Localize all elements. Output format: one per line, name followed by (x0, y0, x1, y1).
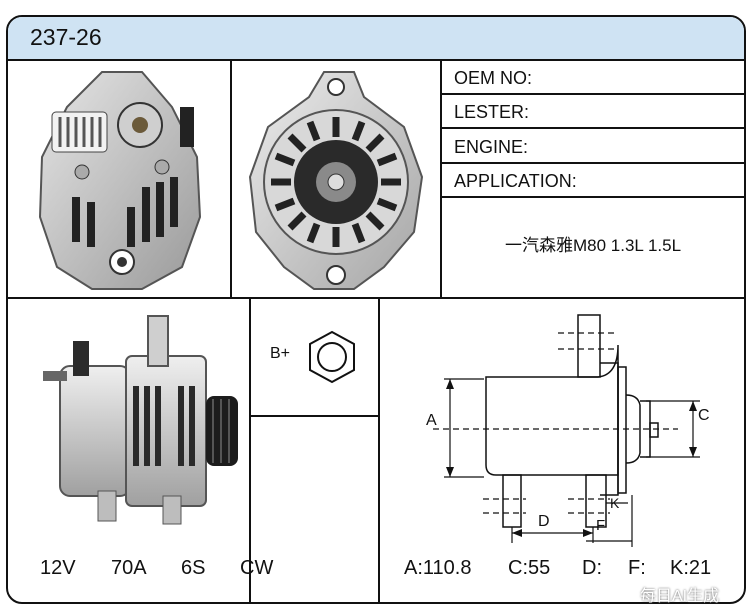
title-bar: 237-26 (8, 17, 744, 61)
dim-label-c: C (698, 407, 710, 424)
watermark: 每日AI生成 (640, 588, 720, 605)
divider (440, 162, 744, 164)
alternator-front-photo (248, 71, 424, 290)
terminal-label: B+ (270, 345, 291, 362)
divider (440, 59, 442, 299)
divider (440, 127, 744, 129)
divider (440, 196, 744, 198)
oem-no-label: OEM NO: (454, 68, 533, 88)
alternator-side-photo (43, 315, 238, 525)
rotation-spec: CW (240, 557, 274, 579)
alternator-rear-photo (38, 71, 202, 290)
spec-sheet-frame: 237-26 OEM NO: LESTER: ENGINE: APPLICATI… (6, 15, 746, 604)
dim-label-a: A (426, 412, 437, 429)
amperage-spec: 70A (111, 557, 147, 579)
application-label: APPLICATION: (454, 171, 577, 191)
engine-label: ENGINE: (454, 137, 529, 157)
part-number-title: 237-26 (30, 24, 102, 50)
hex-nut-icon (309, 330, 355, 384)
dimension-d: D: (582, 557, 602, 579)
divider (249, 297, 251, 602)
voltage-spec: 12V (40, 557, 76, 579)
divider (378, 297, 380, 602)
divider (249, 415, 379, 417)
dim-label-f: F (596, 517, 606, 534)
pulley-spec: 6S (181, 557, 206, 579)
dim-label-d: D (538, 513, 550, 530)
dimension-c: C:55 (508, 557, 551, 579)
divider (440, 93, 744, 95)
dim-label-k: K (610, 495, 620, 511)
divider (8, 297, 744, 299)
dimension-diagram (433, 314, 700, 547)
application-value: 一汽森雅M80 1.3L 1.5L (504, 236, 682, 255)
dimension-k: K:21 (670, 557, 712, 579)
dimension-f: F: (628, 557, 646, 579)
divider (230, 59, 232, 299)
dimension-a: A:110.8 (404, 557, 472, 579)
lester-label: LESTER: (454, 102, 530, 122)
